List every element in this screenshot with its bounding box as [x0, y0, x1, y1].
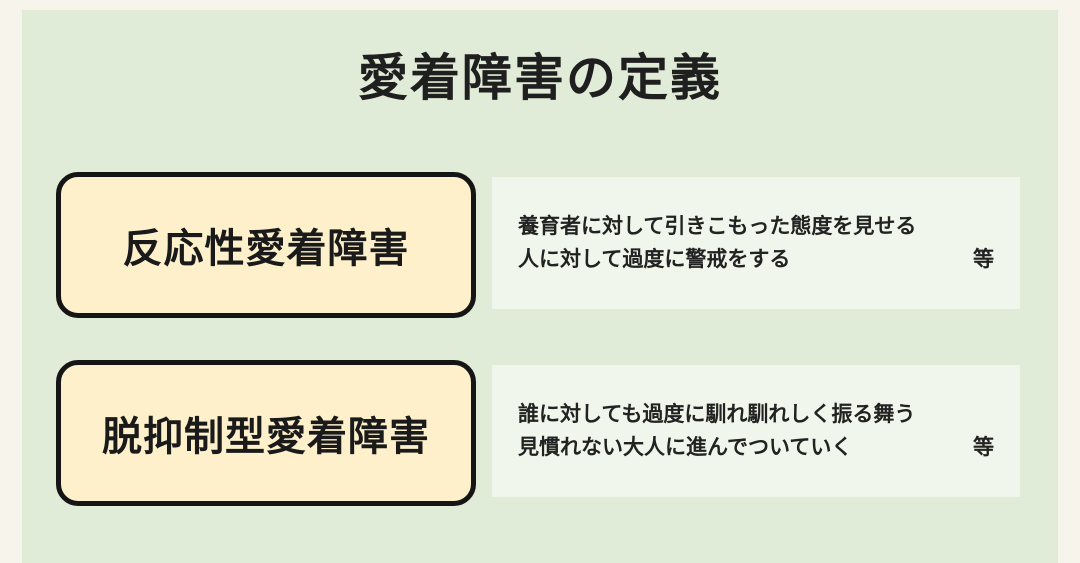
description-line: 見慣れない大人に進んでついていく 等	[518, 431, 994, 464]
description-text: 養育者に対して引きこもった態度を見せる	[518, 214, 917, 238]
description-text: 見慣れない大人に進んでついていく	[518, 435, 853, 459]
description-text: 人に対して過度に警戒をする	[518, 247, 791, 271]
description-line: 誰に対しても過度に馴れ馴れしく振る舞う	[518, 398, 994, 431]
content-panel: 愛着障害の定義 反応性愛着障害 養育者に対して引きこもった態度を見せる 人に対し…	[22, 10, 1058, 563]
description-box-disinhibited: 誰に対しても過度に馴れ馴れしく振る舞う 見慣れない大人に進んでついていく 等	[492, 365, 1020, 497]
description-line: 人に対して過度に警戒をする 等	[518, 243, 994, 276]
description-box-reactive: 養育者に対して引きこもった態度を見せる 人に対して過度に警戒をする 等	[492, 177, 1020, 309]
etc-suffix: 等	[973, 247, 994, 271]
etc-suffix: 等	[973, 435, 994, 459]
description-line: 養育者に対して引きこもった態度を見せる	[518, 210, 994, 243]
term-label-reactive: 反応性愛着障害	[122, 226, 410, 272]
term-label-disinhibited: 脱抑制型愛着障害	[102, 414, 430, 460]
term-box-reactive: 反応性愛着障害	[56, 172, 476, 318]
description-text: 誰に対しても過度に馴れ馴れしく振る舞う	[518, 402, 916, 426]
page-title: 愛着障害の定義	[358, 49, 722, 107]
term-box-disinhibited: 脱抑制型愛着障害	[56, 360, 476, 506]
